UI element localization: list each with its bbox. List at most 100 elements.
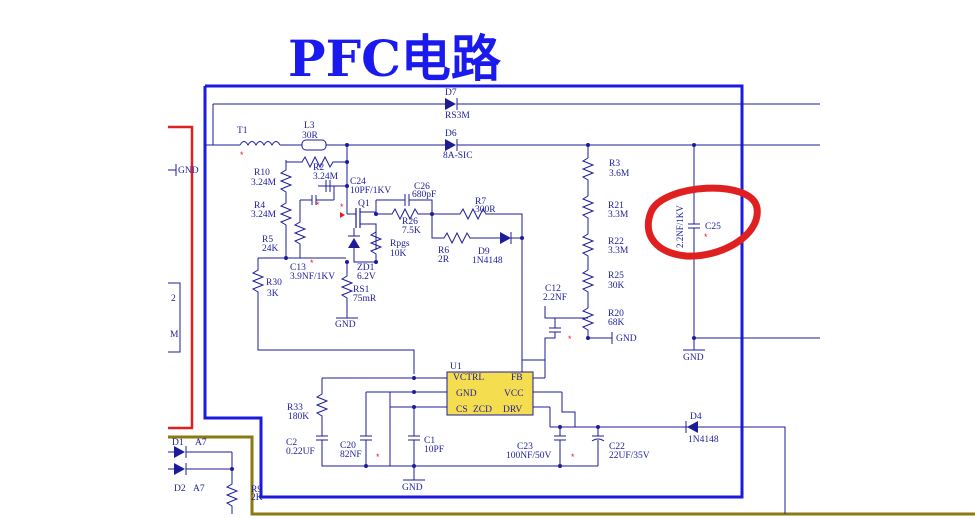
gnd-label-left: GND [178,166,199,176]
u1-pin-vcc: VCC [504,389,524,399]
r9-value: 2K [251,493,263,503]
left-edge-label-m: M [170,330,179,340]
u1-pin-cs: CS [456,405,468,415]
d2-value: A7 [193,484,205,494]
r22-value: 3.3M [608,246,629,256]
c25-marker: * [704,232,708,242]
r6-d9-branch [431,214,522,245]
q1-marker: * [340,202,344,212]
u1-pin-zcd: ZCD [473,405,492,415]
c22-value: 22UF/35V [609,451,650,461]
t1-ref: T1 [237,126,248,136]
c13-ref: C13 [290,263,306,273]
r21-value: 3.3M [608,210,629,220]
u1-ref: U1 [450,362,462,372]
r2-ref: R2 [313,163,324,173]
c26-value: 680pF [412,190,436,200]
r30-value: 3K [267,289,279,299]
r4-ref: R4 [254,201,265,211]
c20-value: 82NF [340,450,362,460]
r20-marker: * [568,334,572,344]
c24-capacitor [318,180,331,192]
c22-ref: C22 [609,442,625,452]
left-red-section [168,125,194,430]
r25-value: 30K [608,281,625,291]
c2-ref: C2 [286,438,297,448]
gnd-label-c1: GND [402,483,423,493]
olive-traces [168,435,975,516]
r7-value: 300R [475,205,496,215]
r26-resistor [376,207,432,221]
zd1-ref: ZD1 [357,263,375,273]
u1-pin-gnd: GND [456,389,477,399]
page-title: PFC电路 [288,29,502,88]
main-bus [205,139,820,162]
d1-d2-r9-network [168,446,239,514]
l3-value: 30R [302,131,319,141]
c26-ref: C26 [414,182,430,192]
d9-value: 1N4148 [472,256,503,266]
d1-ref: D1 [172,438,184,448]
r21-ref: R21 [608,201,624,211]
r5-value: 24K [262,244,279,254]
c24-marker-left: * [316,200,320,210]
r5-ref: R5 [262,235,273,245]
u1-pin-fb: FB [511,373,523,383]
rs1-resistor [336,262,358,319]
c23-marker: * [571,452,575,462]
l3-ref: L3 [304,121,315,131]
c13-value: 3.9NF/1KV [290,272,335,282]
r10-ref: R10 [254,168,270,178]
r25-ref: R25 [608,271,624,281]
r6-ref: R6 [438,246,449,256]
c13-marker: * [310,258,314,268]
d7-branch [212,98,820,145]
c20-marker: * [376,452,380,462]
c1-ref: C1 [424,436,435,446]
d1-value: A7 [195,438,207,448]
c23-value: 100NF/50V [506,451,552,461]
r26-ref: R26 [402,217,418,227]
r30-resistor [251,257,415,374]
q1-ref: Q1 [358,199,370,209]
t1-marker: * [240,150,244,160]
r26-value: 7.5K [402,226,421,236]
lower-left-network [315,377,575,481]
r30-ref: R30 [266,278,282,288]
u1-pin-vctrl: VCTRL [453,373,484,383]
d9-ref: D9 [478,247,490,257]
r22-ref: R22 [608,237,624,247]
r7-ref: R7 [475,197,486,207]
c12-value: 2.2NF [543,293,567,303]
u1-pin-drv: DRV [503,405,522,415]
zd1-value: 6.2V [357,272,376,282]
d4-ref: D4 [690,412,702,422]
r33-value: 180K [288,412,309,422]
d6-ref: D6 [445,129,457,139]
c25-highlight-circle [644,184,761,260]
vcc-supply-network [549,407,786,514]
c24-value: 10PF/1KV [350,186,391,196]
c25-value: 2.2NF/1KV [675,205,685,248]
d2-ref: D2 [174,484,186,494]
c12-capacitor [544,306,588,360]
r20-value: 68K [608,318,625,328]
q1-mosfet [340,208,377,250]
d4-value: 1N4148 [688,435,719,445]
r7-resistor [432,207,523,360]
r2-value: 3.24M [313,172,339,182]
r3-ref: R3 [609,159,620,169]
c25-ref: C25 [705,222,721,232]
gnd-label-c25: GND [683,353,704,363]
r4-value: 3.24M [251,210,277,220]
rpgs-zd1-network [348,226,383,263]
rpgs-ref: Rpgs [390,239,410,249]
left-edge-label-2: 2 [171,294,176,304]
gnd-symbol-left [168,164,177,176]
c25-capacitor [683,145,820,351]
d6-value: 8A-SIC [443,151,473,161]
c12-ref: C12 [545,284,561,294]
junction-dots [230,143,696,471]
r20-ref: R20 [608,309,624,319]
